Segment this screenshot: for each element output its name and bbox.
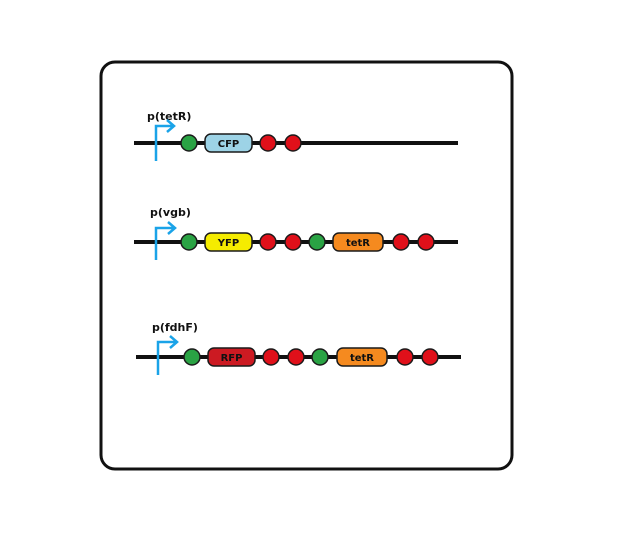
rbs xyxy=(180,134,198,152)
terminator xyxy=(284,233,302,251)
promoter-arrow-icon xyxy=(154,119,176,161)
promoter-arrow-icon xyxy=(154,221,177,260)
construct-2: p(vgb) YFP tetR xyxy=(134,206,458,260)
gene-tetr xyxy=(332,232,384,252)
gene-label: tetR xyxy=(346,238,370,249)
gene-label: RFP xyxy=(221,353,243,364)
terminator xyxy=(259,134,277,152)
terminator xyxy=(284,134,302,152)
terminator xyxy=(396,348,414,366)
rbs xyxy=(180,233,198,251)
gene-label: YFP xyxy=(217,238,239,249)
rbs xyxy=(183,348,201,366)
terminator xyxy=(259,233,277,251)
promoter-arrow-icon xyxy=(156,335,179,375)
rbs xyxy=(308,233,326,251)
terminator xyxy=(262,348,280,366)
terminator xyxy=(421,348,439,366)
promoter-label: p(tetR) xyxy=(147,110,191,123)
gene-tetr xyxy=(336,347,388,367)
promoter-label: p(fdhF) xyxy=(152,321,198,334)
gene-cfp xyxy=(204,133,253,153)
construct-1: p(tetR) CFP xyxy=(134,110,458,161)
terminator xyxy=(392,233,410,251)
gene-label: CFP xyxy=(218,139,240,150)
terminator xyxy=(417,233,435,251)
terminator xyxy=(287,348,305,366)
gene-label: tetR xyxy=(350,353,374,364)
rbs xyxy=(311,348,329,366)
promoter-label: p(vgb) xyxy=(150,206,191,219)
gene-yfp xyxy=(204,232,253,252)
gene-rfp xyxy=(207,347,256,367)
construct-3: p(fdhF) RFP tetR xyxy=(136,321,461,375)
diagram-frame xyxy=(99,60,514,471)
